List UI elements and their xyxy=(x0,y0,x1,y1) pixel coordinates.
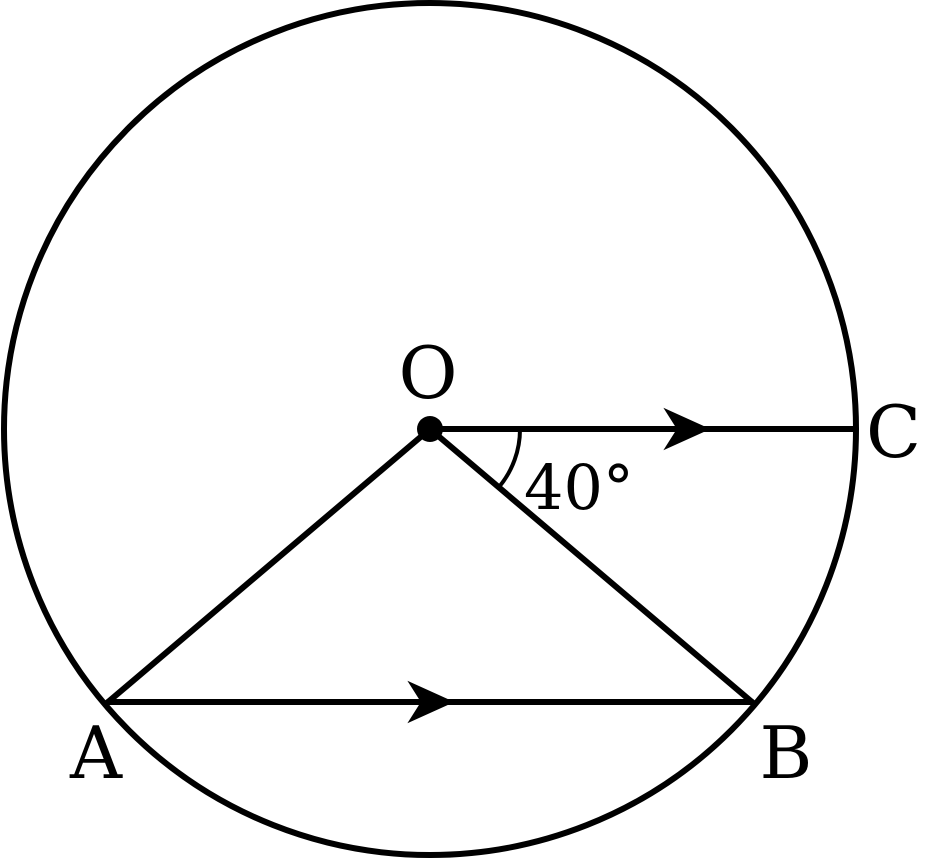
arrow-marker-oc xyxy=(663,407,711,451)
segment-ob xyxy=(427,426,755,705)
angle-arc xyxy=(497,428,523,489)
angle-label: 40° xyxy=(524,451,634,524)
label-o: O xyxy=(398,331,457,415)
arrow-marker-ab xyxy=(407,680,455,724)
segment-oa xyxy=(105,426,433,705)
label-b: B xyxy=(760,711,813,795)
label-c: C xyxy=(866,390,921,474)
center-point-o xyxy=(417,416,443,442)
label-a: A xyxy=(69,711,123,795)
